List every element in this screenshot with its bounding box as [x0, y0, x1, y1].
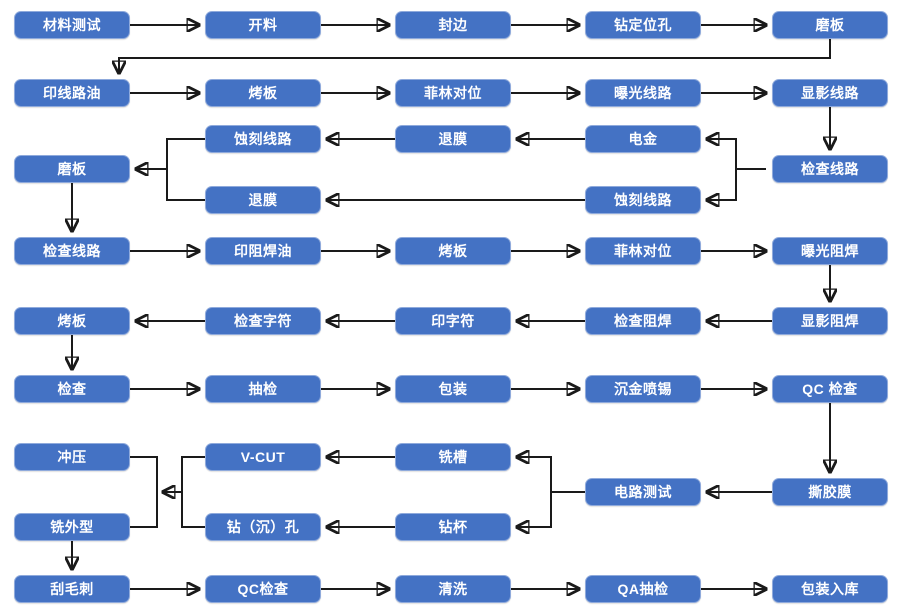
node-profile-milling[interactable]: 铣外型 — [14, 513, 130, 541]
node-deburring[interactable]: 刮毛刺 — [14, 575, 130, 603]
edge-jianchaxianlu-branch-up — [707, 139, 766, 170]
node-circuit-inspect-1[interactable]: 检查线路 — [772, 155, 888, 183]
node-circuit-test[interactable]: 电路测试 — [585, 478, 701, 506]
node-cutting[interactable]: 开料 — [205, 11, 321, 39]
node-inspection[interactable]: 检查 — [14, 375, 130, 403]
edge-shikexianlu-merge-moban — [136, 138, 205, 169]
node-slot-milling[interactable]: 铣槽 — [395, 443, 511, 471]
node-film-peeling[interactable]: 撕胶膜 — [772, 478, 888, 506]
node-character-inspect[interactable]: 检查字符 — [205, 307, 321, 335]
node-material-test[interactable]: 材料测试 — [14, 11, 130, 39]
node-baking-2[interactable]: 烤板 — [395, 237, 511, 265]
node-sampling-inspection[interactable]: 抽检 — [205, 375, 321, 403]
node-countersink-drilling[interactable]: 钻（沉）孔 — [205, 513, 321, 541]
node-circuit-etching-bottom[interactable]: 蚀刻线路 — [585, 186, 701, 214]
edge-bracket-chongya-xiwaixing — [130, 456, 158, 528]
node-print-circuit-ink[interactable]: 印线路油 — [14, 79, 130, 107]
node-circuit-exposure[interactable]: 曝光线路 — [585, 79, 701, 107]
node-qc-inspection-1[interactable]: QC 检查 — [772, 375, 888, 403]
node-grinding-2[interactable]: 磨板 — [14, 155, 130, 183]
node-solder-mask-inspect[interactable]: 检查阻焊 — [585, 307, 701, 335]
node-print-character[interactable]: 印字符 — [395, 307, 511, 335]
node-edge-sealing[interactable]: 封边 — [395, 11, 511, 39]
node-electroplating[interactable]: 电金 — [585, 125, 701, 153]
node-packaging[interactable]: 包装 — [395, 375, 511, 403]
node-pack-and-store[interactable]: 包装入库 — [772, 575, 888, 603]
node-baking-3[interactable]: 烤板 — [14, 307, 130, 335]
edge-moban-to-yinxianluyou — [119, 39, 831, 73]
node-film-strip-top[interactable]: 退膜 — [395, 125, 511, 153]
node-drill-locating-hole[interactable]: 钻定位孔 — [585, 11, 701, 39]
node-drill-cup[interactable]: 钻杯 — [395, 513, 511, 541]
node-circuit-inspect-2[interactable]: 检查线路 — [14, 237, 130, 265]
node-stamping[interactable]: 冲压 — [14, 443, 130, 471]
node-film-strip-bottom[interactable]: 退膜 — [205, 186, 321, 214]
node-v-cut[interactable]: V-CUT — [205, 443, 321, 471]
edge-tuimo-merge-moban — [136, 168, 205, 201]
node-qc-inspection-2[interactable]: QC检查 — [205, 575, 321, 603]
edge-zuankong-merge-left — [181, 492, 205, 528]
node-solder-mask-developing[interactable]: 显影阻焊 — [772, 307, 888, 335]
node-film-alignment-2[interactable]: 菲林对位 — [585, 237, 701, 265]
node-qa-sampling[interactable]: QA抽检 — [585, 575, 701, 603]
node-grinding-1[interactable]: 磨板 — [772, 11, 888, 39]
node-gold-tin-plating[interactable]: 沉金喷锡 — [585, 375, 701, 403]
node-film-alignment-1[interactable]: 菲林对位 — [395, 79, 511, 107]
node-solder-mask-exposure[interactable]: 曝光阻焊 — [772, 237, 888, 265]
node-baking-1[interactable]: 烤板 — [205, 79, 321, 107]
edge-vcut-merge-left — [163, 456, 205, 492]
edge-dianluceshi-branch-down — [517, 491, 585, 527]
node-cleaning[interactable]: 清洗 — [395, 575, 511, 603]
edge-dianluceshi-branch-up — [517, 457, 585, 493]
node-circuit-developing[interactable]: 显影线路 — [772, 79, 888, 107]
node-circuit-etching-top[interactable]: 蚀刻线路 — [205, 125, 321, 153]
edge-jianchaxianlu-branch-down — [707, 168, 766, 200]
node-print-solder-mask[interactable]: 印阻焊油 — [205, 237, 321, 265]
